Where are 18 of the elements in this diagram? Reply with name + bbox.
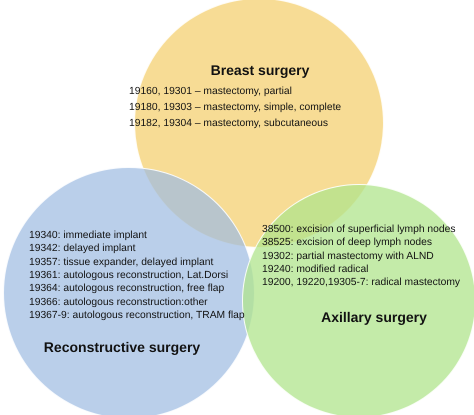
procedure-code-text: 19367-9: autologous reconstruction, TRAM flap bbox=[29, 310, 245, 322]
procedure-code-text: 19342: delayed implant bbox=[29, 243, 136, 256]
procedure-code-text: 19340: immediate implant bbox=[29, 230, 147, 242]
procedure-code-text: 19200, 19220,19305-7: radical mastectomy bbox=[262, 277, 460, 290]
procedure-code-text: 19361: autologous reconstruction, Lat.Dorsi bbox=[29, 270, 228, 282]
procedure-code-text: 19302: partial mastectomy with ALND bbox=[262, 250, 434, 263]
procedure-code-text: 19180, 19303 – mastectomy, simple, complete bbox=[129, 102, 342, 114]
procedure-code-text: 19160, 19301 – mastectomy, partial bbox=[129, 86, 292, 98]
procedure-code-text: 19357: tissue expander, delayed implant bbox=[29, 256, 214, 269]
procedure-code-text: 38525: excision of deep lymph nodes bbox=[262, 237, 432, 250]
procedure-code-text: 19182, 19304 – mastectomy, subcutaneous bbox=[129, 118, 328, 130]
procedure-code-text: 19366: autologous reconstruction:other bbox=[29, 296, 208, 308]
procedure-code-text: 38500: excision of superficial lymph nodes bbox=[262, 224, 456, 236]
circle-title: Breast surgery bbox=[210, 62, 310, 78]
circle-title: Reconstructive surgery bbox=[44, 339, 200, 355]
procedure-code-text: 19240: modified radical bbox=[262, 264, 368, 276]
procedure-code-text: 19364: autologous reconstruction, free flap bbox=[29, 283, 224, 296]
circle-title: Axillary surgery bbox=[321, 309, 427, 325]
